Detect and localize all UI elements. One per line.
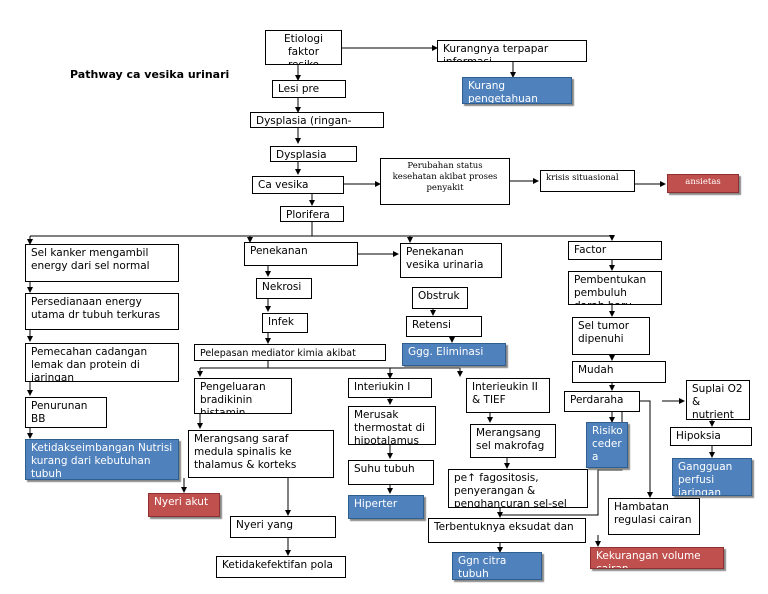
node-terbentuknya: Terbentuknya eksudat dan	[428, 518, 586, 543]
node-sel-kanker: Sel kanker mengambil energy dari sel nor…	[25, 244, 179, 282]
node-penekanan-vesika: Penekanan vesika urinaria	[400, 243, 502, 278]
node-penekanan: Penekanan	[244, 242, 358, 266]
node-merangsang-sel: Merangsang sel makrofag	[470, 424, 556, 458]
node-kurang-pengetahuan: Kurang pengetahuan	[462, 77, 572, 104]
node-ggg-eliminasi: Ggg. Eliminasi	[402, 343, 506, 366]
node-kurang-terpapar: Kurangnya terpapar informasi	[437, 40, 587, 62]
diagram-title: Pathway ca vesika urinari	[70, 68, 230, 81]
node-obstruk: Obstruk	[412, 287, 468, 309]
node-factor: Factor	[568, 241, 662, 260]
node-nyeri-akut: Nyeri akut	[148, 493, 220, 517]
node-hambatan: Hambatan regulasi cairan	[608, 498, 700, 535]
node-plorifera: Plorifera	[280, 206, 344, 222]
node-pe-fagositosis: pe↑ fagositosis, penyerangan & penghancu…	[448, 469, 588, 508]
node-penurunan: Penurunan BB	[25, 397, 107, 428]
node-risiko-cedera: Risiko ceder a	[586, 422, 628, 468]
node-persediaan: Persedianaan energy utama dr tubuh terku…	[25, 293, 179, 330]
node-kekurangan-volume: Kekurangan volume cairan	[590, 547, 724, 569]
node-retensi: Retensi	[406, 316, 482, 337]
node-gangguan-perfusi: Gangguan perfusi jaringan	[672, 458, 752, 496]
node-interiukin-i: Interiukin I	[348, 378, 432, 398]
node-hipoksia: Hipoksia	[670, 427, 752, 446]
node-dysplasia: Dysplasia	[270, 146, 357, 162]
node-sel-tumor: Sel tumor dipenuhi	[572, 317, 650, 355]
node-ansietas: ansietas	[667, 174, 739, 193]
node-merangsang-saraf: Merangsang saraf medula spinalis ke thal…	[188, 430, 334, 478]
node-ca-vesika: Ca vesika	[252, 176, 344, 194]
node-merusak: Merusak thermostat di hipotalamus	[348, 406, 436, 445]
node-hiperter: Hiperter	[348, 495, 424, 519]
node-pembentukan: Pembentukan pembuluh darah baru	[568, 271, 662, 305]
node-pemecahan: Pemecahan cadangan lemak dan protein di …	[25, 343, 179, 382]
node-interieukin-ii: Interieukin II & TIEF	[466, 378, 550, 413]
node-suplai: Suplai O2 & nutrient	[686, 380, 750, 420]
node-ggn-citra: Ggn citra tubuh	[452, 552, 542, 580]
node-pengeluaran: Pengeluaran bradikinin histamin	[194, 378, 292, 414]
node-suhu-tubuh: Suhu tubuh	[348, 460, 434, 485]
node-ketidakseimbangan: Ketidakseimbangan Nutrisi kurang dari ke…	[25, 439, 179, 480]
node-perdaraha: Perdaraha	[564, 391, 640, 412]
node-pelepasan: Pelepasan mediator kimia akibat	[194, 344, 386, 361]
node-ketidakefektifan: Ketidakefektifan pola	[216, 556, 346, 578]
node-krisis-situasional: krisis situasional	[540, 170, 635, 192]
node-infek: Infek	[262, 313, 308, 333]
node-etiologi: Etiologi faktor resiko	[265, 30, 342, 65]
node-lesi-pre: Lesi pre	[272, 80, 346, 98]
node-nyeri-yang: Nyeri yang	[230, 516, 336, 538]
node-nekrosi: Nekrosi	[256, 278, 312, 299]
node-mudah: Mudah	[572, 361, 666, 383]
node-perubahan-status: Perubahan status kesehatan akibat proses…	[380, 158, 510, 205]
node-dysplasia-ringan: Dysplasia (ringan-	[250, 112, 384, 128]
